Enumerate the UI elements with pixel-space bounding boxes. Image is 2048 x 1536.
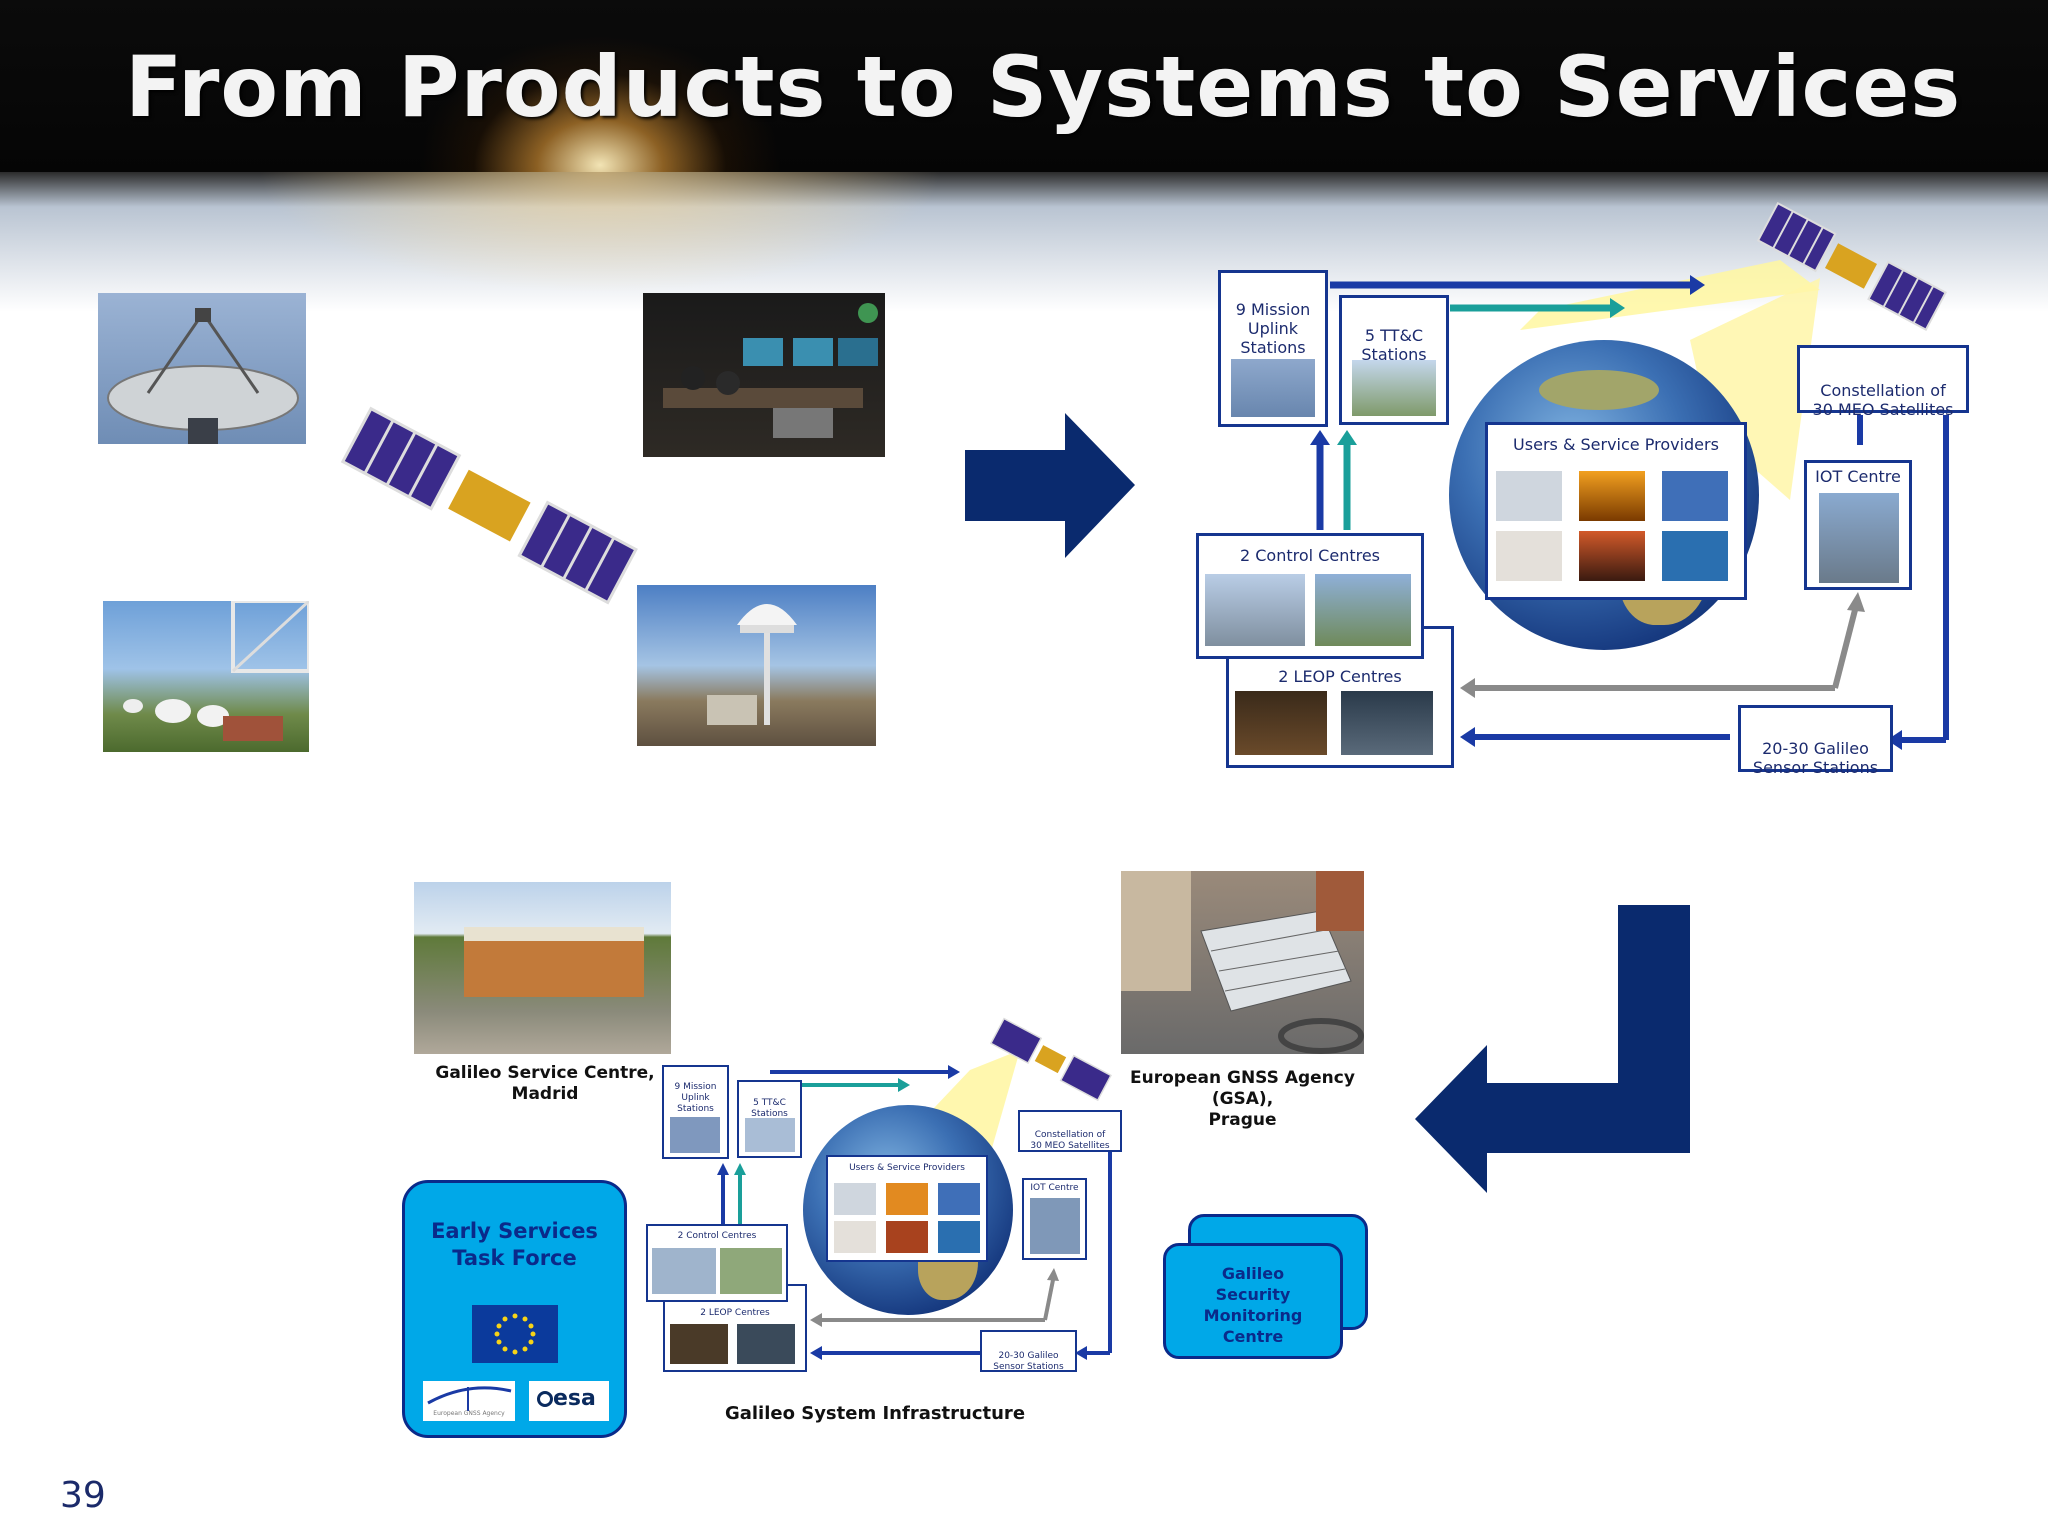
gsa-logo-swoosh-icon: [427, 1386, 512, 1411]
mini-users-box: Users & Service Providers: [826, 1155, 988, 1262]
users-photo-6: [1662, 531, 1728, 581]
mini-uplink-photo: [670, 1117, 720, 1153]
mini-ttc-box: 5 TT&C Stations: [737, 1080, 802, 1158]
service-centre-photo: [414, 882, 671, 1054]
users-label: Users & Service Providers: [1513, 435, 1719, 454]
mini-users-label: Users & Service Providers: [849, 1163, 965, 1173]
iot-label: IOT Centre: [1815, 467, 1901, 486]
esa-logo-text: esa: [553, 1386, 596, 1411]
users-photo-5: [1579, 531, 1645, 581]
sensor-station-photo: [637, 585, 876, 746]
ttc-photo: [1352, 360, 1436, 416]
mini-constellation-box: Constellation of 30 MEO Satellites: [1018, 1110, 1122, 1152]
gsa-logo: European GNSS Agency: [423, 1381, 515, 1421]
iot-photo: [1819, 493, 1899, 583]
constellation-box: Constellation of 30 MEO Satellites: [1797, 345, 1969, 419]
building-roof: [464, 927, 644, 941]
sensor-box: 20-30 Galileo Sensor Stations: [1738, 705, 1893, 777]
small-satellite-graphic: [1756, 201, 1947, 331]
gsa-caption: European GNSS Agency (GSA), Prague: [1130, 1068, 1355, 1130]
control-room-graphic: [663, 303, 878, 438]
mini-ttc-photo: [745, 1118, 795, 1152]
mini-mission-uplink-label: 9 Mission Uplink Stations: [674, 1082, 717, 1114]
mini-control-box: 2 Control Centres: [646, 1224, 788, 1302]
ttc-label: 5 TT&C Stations: [1361, 326, 1427, 364]
mini-mission-uplink-box: 9 Mission Uplink Stations: [662, 1065, 729, 1159]
leop-label: 2 LEOP Centres: [1278, 667, 1402, 686]
security-centre-label: Galileo Security Monitoring Centre: [1203, 1264, 1303, 1346]
leop-photo-1: [1235, 691, 1327, 755]
mini-leop-photo-1: [670, 1324, 728, 1364]
europe-landmass: [1539, 370, 1659, 410]
mini-control-label: 2 Control Centres: [677, 1231, 757, 1241]
mission-uplink-label: 9 Mission Uplink Stations: [1235, 300, 1311, 357]
mini-iot-box: IOT Centre: [1022, 1178, 1087, 1260]
mini-ttc-label: 5 TT&C Stations: [751, 1098, 788, 1119]
satellite-graphic: [340, 406, 638, 605]
mini-iot-photo: [1030, 1198, 1080, 1254]
sensor-station-graphic: [707, 604, 797, 725]
mini-constellation-label: Constellation of 30 MEO Satellites: [1030, 1130, 1110, 1151]
mini-sensor-label: 20-30 Galileo Sensor Stations: [993, 1351, 1064, 1372]
gsa-logo-text: European GNSS Agency: [433, 1410, 505, 1417]
users-photo-4: [1496, 531, 1562, 581]
users-box: Users & Service Providers: [1485, 422, 1747, 600]
mini-satellite-graphic: [989, 1017, 1112, 1102]
uplink-photo: [1231, 359, 1315, 417]
sensor-label: 20-30 Galileo Sensor Stations: [1752, 739, 1879, 777]
arrow-down-left-icon: [1415, 905, 1690, 1193]
security-centre-box: Galileo Security Monitoring Centre: [1163, 1243, 1343, 1359]
mission-uplink-box: 9 Mission Uplink Stations: [1218, 270, 1328, 427]
users-photo-1: [1496, 471, 1562, 521]
service-centre-caption: Galileo Service Centre, Madrid: [435, 1063, 655, 1104]
mini-users-photo-3: [938, 1183, 980, 1215]
gsa-building-graphic: [1121, 871, 1364, 1054]
control-photo-2: [1315, 574, 1411, 646]
esa-logo: esa: [529, 1381, 609, 1421]
constellation-label: Constellation of 30 MEO Satellites: [1812, 381, 1954, 419]
mini-users-photo-4: [834, 1221, 876, 1253]
mini-users-photo-2: [886, 1183, 928, 1215]
control-box: 2 Control Centres: [1196, 533, 1424, 659]
early-services-label: Early Services Task Force: [431, 1219, 598, 1270]
infrastructure-caption: Galileo System Infrastructure: [724, 1403, 1026, 1424]
title-bar: From Products to Systems to Services: [0, 0, 2048, 172]
slide-number: 39: [60, 1475, 106, 1516]
control-label: 2 Control Centres: [1239, 546, 1381, 565]
users-photo-2: [1579, 471, 1645, 521]
dish-graphic: [107, 308, 299, 444]
eu-stars-icon: [494, 1313, 536, 1355]
control-photo-1: [1205, 574, 1305, 646]
system-diagram-connectors: [1310, 260, 1949, 750]
iot-box: IOT Centre: [1804, 460, 1912, 590]
mini-control-photo-1: [652, 1248, 716, 1294]
mini-users-photo-6: [938, 1221, 980, 1253]
eu-flag: [472, 1305, 558, 1363]
esa-logo-icon: [537, 1391, 553, 1407]
mini-leop-photo-2: [737, 1324, 795, 1364]
ground-station-photo: [103, 601, 309, 752]
mini-users-photo-1: [834, 1183, 876, 1215]
ttc-box: 5 TT&C Stations: [1339, 295, 1449, 425]
leop-photo-2: [1341, 691, 1433, 755]
slide-title: From Products to Systems to Services: [125, 38, 1962, 136]
ground-station-graphic: [123, 601, 309, 741]
arrow-right-icon: [965, 413, 1135, 558]
mini-control-photo-2: [720, 1248, 782, 1294]
gsa-building-photo: [1121, 871, 1364, 1054]
mini-users-photo-5: [886, 1221, 928, 1253]
mini-iot-label: IOT Centre: [1030, 1183, 1079, 1193]
antenna-dish-photo: [98, 293, 306, 444]
users-photo-3: [1662, 471, 1728, 521]
mini-leop-label: 2 LEOP Centres: [700, 1308, 770, 1318]
mini-sensor-box: 20-30 Galileo Sensor Stations: [980, 1330, 1077, 1372]
early-services-box: Early Services Task Force European GNSS …: [402, 1180, 627, 1438]
control-room-photo: [643, 293, 885, 457]
